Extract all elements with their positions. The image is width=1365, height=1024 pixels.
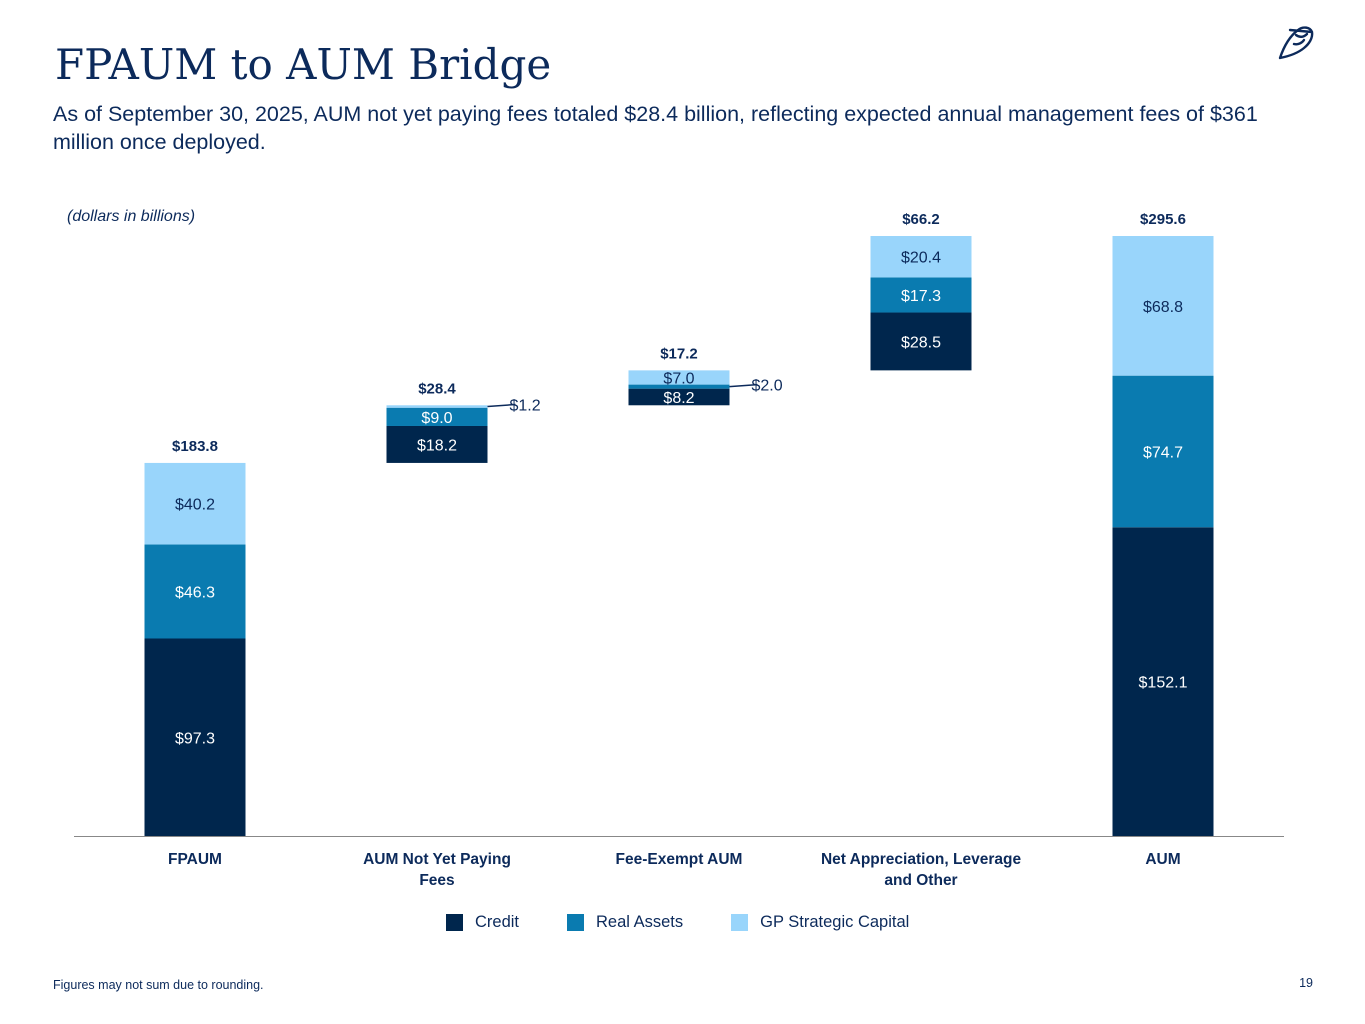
total-label: $295.6 [1140, 211, 1186, 228]
legend: Credit Real Assets GP Strategic Capital [446, 913, 957, 932]
legend-label: GP Strategic Capital [760, 913, 910, 931]
category-label: Fee-Exempt AUM [616, 851, 743, 868]
bar-segment [628, 388, 730, 406]
total-label: $17.2 [660, 345, 698, 362]
data-label: $18.2 [417, 437, 457, 454]
data-label: $2.0 [752, 378, 783, 395]
category-label: FPAUM [168, 851, 222, 868]
bar-segment [144, 544, 246, 639]
data-label: $9.0 [421, 410, 452, 427]
data-label: $1.2 [510, 398, 541, 415]
bar-segment [1112, 236, 1214, 376]
legend-item-credit: Credit [446, 913, 519, 932]
category-label: AUM Not Yet Paying [363, 851, 511, 868]
page-number: 19 [1299, 976, 1313, 990]
bar-segment [870, 312, 972, 371]
legend-swatch [567, 914, 585, 931]
bar-segment [386, 425, 488, 463]
total-label: $28.4 [418, 380, 456, 397]
legend-label: Real Assets [596, 913, 684, 931]
page-subtitle: As of September 30, 2025, AUM not yet pa… [53, 102, 1258, 154]
bar-segment [628, 370, 730, 385]
category-label: Fees [419, 872, 454, 889]
legend-item-real-assets: Real Assets [567, 913, 683, 932]
bar-segment [1112, 375, 1214, 528]
data-label: $28.5 [901, 334, 941, 351]
category-label: and Other [884, 872, 957, 889]
category-label: Net Appreciation, Leverage [821, 851, 1022, 868]
data-label: $17.3 [901, 288, 941, 305]
bar-segment [870, 236, 972, 278]
data-label: $7.0 [663, 370, 694, 387]
leader-line [487, 403, 516, 408]
owl-icon [1278, 26, 1314, 60]
footnote: Figures may not sum due to rounding. [53, 978, 264, 992]
total-label: $183.8 [172, 438, 218, 455]
category-label: AUM [1145, 851, 1180, 868]
bar-segment [144, 462, 246, 545]
leader-line [729, 383, 758, 388]
bar-segment [144, 638, 246, 836]
data-label: $40.2 [175, 497, 215, 514]
data-label: $8.2 [663, 390, 694, 407]
data-label: $20.4 [901, 250, 941, 267]
legend-swatch [446, 914, 463, 931]
data-label: $97.3 [175, 730, 215, 747]
page-title: FPAUM to AUM Bridge [55, 40, 552, 89]
bar-segment [1112, 527, 1214, 836]
data-label: $46.3 [175, 585, 215, 602]
data-label: $68.8 [1143, 299, 1183, 316]
data-label: $74.7 [1143, 444, 1183, 461]
legend-swatch [731, 914, 749, 931]
bar-segment [870, 277, 972, 313]
bar-segment [386, 407, 488, 426]
units-note: (dollars in billions) [67, 208, 196, 225]
bar-segment [628, 384, 730, 389]
total-label: $66.2 [902, 211, 940, 228]
legend-label: Credit [475, 913, 520, 931]
data-label: $152.1 [1139, 675, 1188, 692]
legend-item-gp-strategic-capital: GP Strategic Capital [731, 913, 909, 932]
bar-segment [386, 405, 488, 408]
